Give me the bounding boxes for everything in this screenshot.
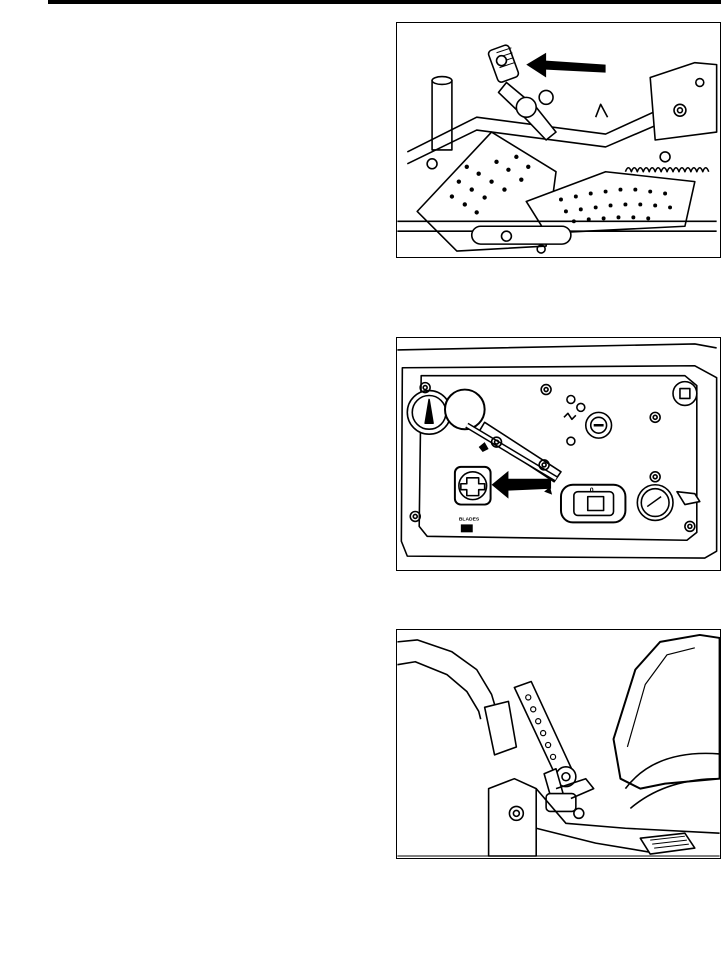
blade-switch-label: BLADES [459,516,480,522]
figure-motion-lever [396,629,721,859]
park-brake-illustration [397,44,718,254]
hour-meter-symbol: 0 [590,488,594,495]
figure-park-brake [396,22,721,258]
figure-control-panel: BLADES 0 [396,337,721,571]
header-rule [48,0,721,4]
control-panel-illustration: BLADES 0 [397,343,718,559]
motion-lever-illustration [397,633,720,857]
pointer-arrow-icon [526,52,606,78]
pointer-arrow-icon [491,470,552,499]
